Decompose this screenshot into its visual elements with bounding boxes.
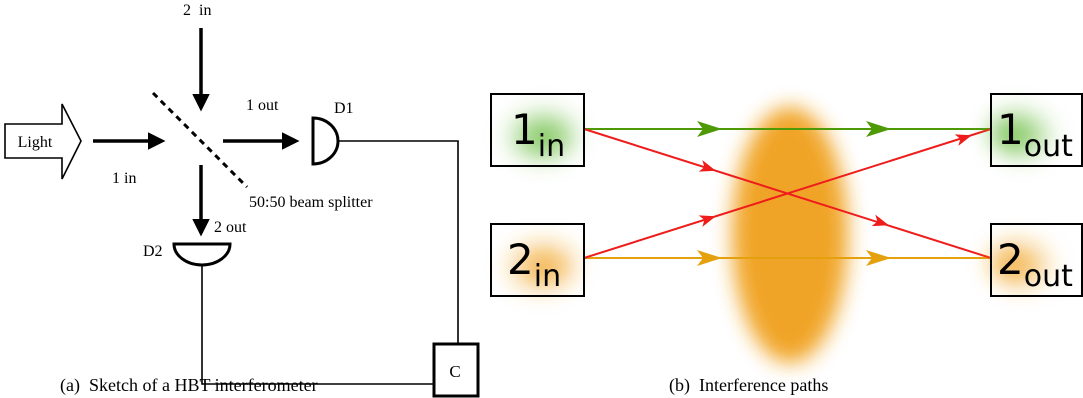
paths	[583, 121, 992, 266]
arrowhead-green-2	[866, 121, 891, 137]
detector-d2: D2	[143, 242, 232, 267]
input-box-1: 1in	[490, 93, 585, 167]
input-box-2: 2in	[490, 223, 585, 297]
output-box-2: 2out	[988, 223, 1083, 297]
arrowhead-orange-1	[697, 250, 722, 266]
arrowhead-green-1	[697, 121, 722, 137]
correlator-label: C	[449, 362, 460, 381]
arrowhead-red-up-2	[954, 134, 972, 146]
output-2-label: 2out	[997, 235, 1073, 294]
output-box-1: 1out	[988, 93, 1083, 167]
port-1-out-label: 1 out	[246, 97, 279, 114]
light-label: Light	[18, 134, 53, 151]
path-2in-to-1out	[583, 128, 992, 259]
beam-splitter-label: 50:50 beam splitter	[249, 194, 373, 211]
input-1-label: 1in	[511, 105, 565, 164]
panel-a-hbt-sketch: Light 1 in 2 in 50:50 beam splitter 1 ou…	[4, 2, 480, 398]
panel-b-interference-paths: 1in 2in 1out 2out (b) Interference paths	[490, 93, 1083, 396]
port-2-out-label: 2 out	[214, 219, 247, 236]
caption-a: (a) Sketch of a HBT interferometer	[60, 375, 318, 396]
detector-d1: D1	[311, 100, 354, 166]
detector-d2-label: D2	[143, 243, 163, 260]
port-2-in-label: 2 in	[183, 2, 211, 19]
wire-d1-to-correlator	[339, 140, 459, 345]
caption-b: (b) Interference paths	[669, 375, 828, 396]
output-1-label: 1out	[997, 105, 1073, 164]
input-2-label: 2in	[507, 235, 561, 294]
arrowhead-orange-2	[866, 250, 891, 266]
arrowhead-red-down-1	[698, 160, 716, 172]
arrowhead-red-down-2	[871, 214, 889, 227]
beam-splitter	[151, 91, 249, 189]
arrowhead-red-up-1	[698, 215, 716, 227]
light-source-arrow: Light	[4, 103, 82, 180]
wire-d2-to-correlator	[201, 265, 433, 385]
correlator-box: C	[432, 342, 480, 398]
interaction-region	[732, 107, 848, 363]
detector-d1-label: D1	[334, 100, 354, 117]
port-1-in-label: 1 in	[112, 170, 136, 187]
